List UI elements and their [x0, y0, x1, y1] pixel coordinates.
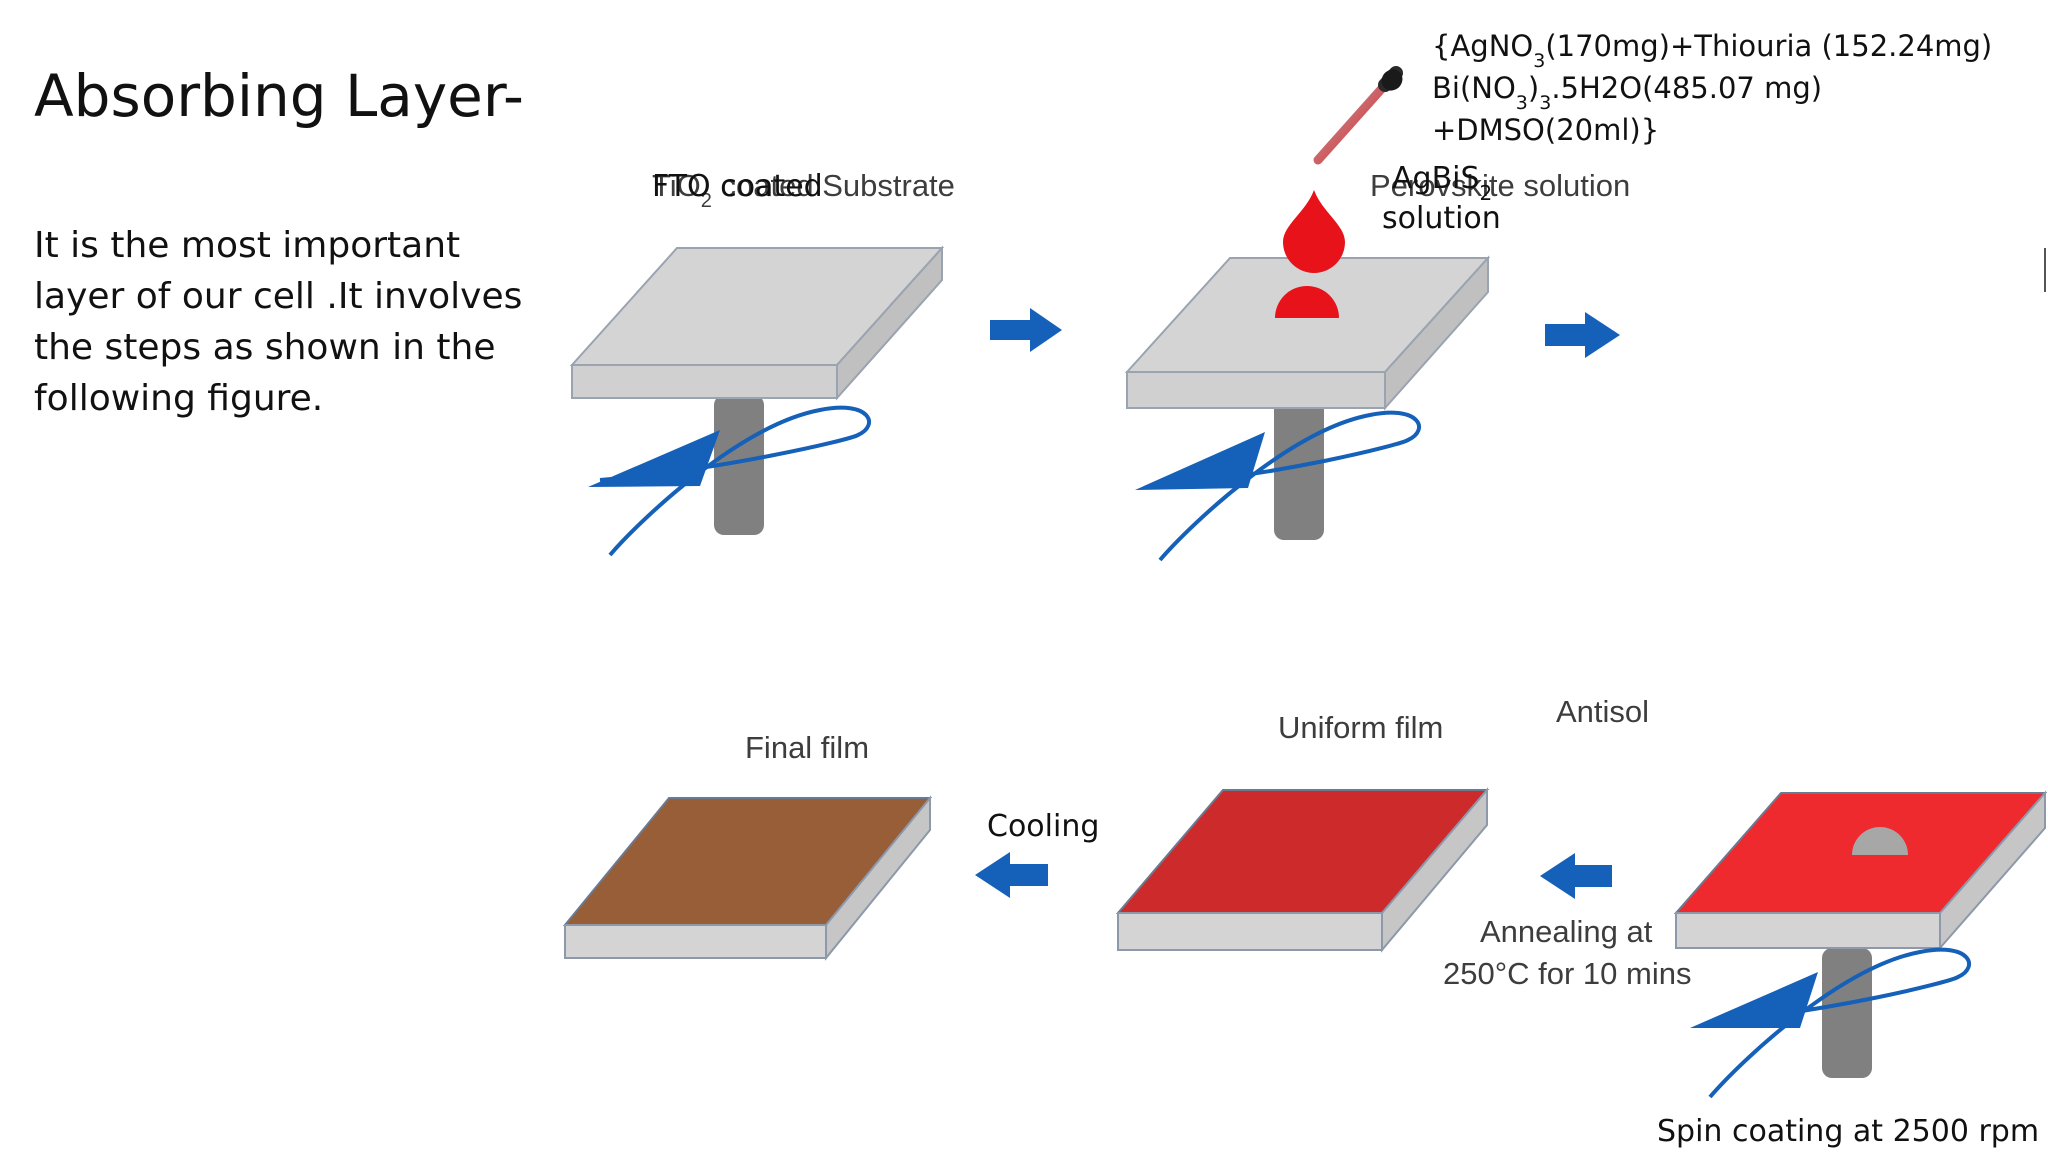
body-line: layer of our cell .It involves — [34, 276, 523, 317]
antisolvent-drop — [1852, 827, 1908, 855]
film-top — [562, 797, 933, 926]
final-film-label: Final film — [745, 730, 869, 765]
solution-label: Perovskite solution AgBiS2 solution — [1370, 161, 1630, 236]
spinner-step-3 — [1673, 790, 2048, 1099]
final-film-slab — [562, 795, 933, 961]
spinner-rod — [1822, 948, 1872, 1078]
svg-text:AgBiS2: AgBiS2 — [1392, 161, 1492, 205]
svg-text:Bi(NO3)3.5H2O(485.07 mg): Bi(NO3)3.5H2O(485.07 mg) — [1432, 71, 1822, 114]
uniform-film-slab — [1115, 787, 1490, 953]
film-front — [1675, 912, 1941, 949]
svg-text:solution: solution — [1382, 201, 1501, 236]
film-top — [1115, 789, 1490, 914]
svg-text:Perovskite solution: Perovskite solution — [1370, 168, 1630, 203]
label-mask — [1652, 690, 1682, 760]
falling-drop — [1283, 190, 1345, 273]
antisolvent-label: Antisol — [1556, 694, 1649, 729]
spinner-rod — [714, 395, 764, 535]
svg-text:{AgNO3(170mg)+Thiouria (152.24: {AgNO3(170mg)+Thiouria (152.24mg) — [1432, 29, 1992, 72]
slide-title: Absorbing Layer- — [34, 62, 524, 130]
body-line: It is the most important — [34, 225, 461, 266]
svg-text:TiO2 coated Substrate: TiO2 coated Substrate — [652, 168, 955, 212]
flow-arrow-right-1 — [990, 308, 1062, 352]
cooling-label: Cooling — [987, 809, 1099, 844]
rotation-arrow — [1158, 410, 1421, 562]
substrate-top — [569, 247, 945, 366]
solution-puddle — [1275, 286, 1339, 318]
film-front — [564, 924, 827, 959]
film-front — [1117, 912, 1383, 951]
rotation-arrow — [1708, 947, 1971, 1099]
substrate-front — [1126, 371, 1386, 409]
flow-arrow-right-2 — [1545, 312, 1620, 358]
dropper-icon — [1313, 66, 1403, 165]
annealing-label-line2: 250°C for 10 mins — [1443, 956, 1691, 991]
body-line: the steps as shown in the — [34, 327, 496, 368]
spinner-step-1 — [569, 245, 945, 557]
rotation-arrow-head — [588, 430, 720, 487]
rotation-arrow-head — [1135, 432, 1265, 490]
formula-text: {AgNO3(170mg)+Thiouria (152.24mg) Bi(NO3… — [1432, 29, 1992, 147]
annealing-label-line1: Annealing at — [1480, 914, 1653, 949]
flow-arrow-left-1 — [975, 852, 1048, 898]
uniform-film-label: Uniform film — [1278, 710, 1443, 745]
svg-text:FTO coated: FTO coated — [652, 169, 823, 204]
flow-arrow-left-2 — [1540, 853, 1612, 899]
substrate-label: TiO2 coated Substrate FTO coated — [652, 168, 955, 212]
substrate-front — [571, 364, 838, 399]
svg-text:+DMSO(20ml)}: +DMSO(20ml)} — [1432, 113, 1659, 147]
spinner-step-2 — [1124, 255, 1491, 562]
slide-body: It is the most important layer of our ce… — [34, 220, 554, 424]
spin-coating-label: Spin coating at 2500 rpm — [1657, 1114, 2039, 1149]
rotation-arrow-head — [1690, 972, 1818, 1028]
body-line: following figure. — [34, 378, 324, 419]
